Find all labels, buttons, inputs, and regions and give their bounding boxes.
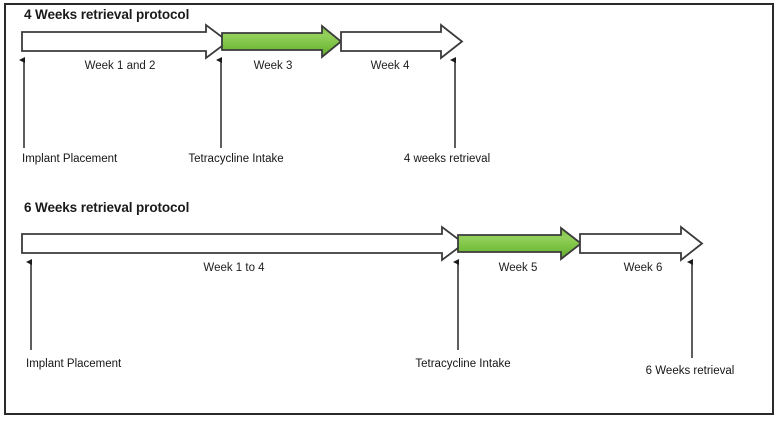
figure-border <box>4 3 774 415</box>
week-label-week-3: Week 3 <box>253 60 293 72</box>
protocol-title-6-weeks: 6 Weeks retrieval protocol <box>24 200 190 215</box>
week-label-week-6: Week 6 <box>623 262 663 274</box>
segment-arrow-week-3 <box>221 24 343 59</box>
week-label-week-5: Week 5 <box>498 262 538 274</box>
week-label-week-4: Week 4 <box>370 60 410 72</box>
segment-arrow-week-1-to-4 <box>21 225 466 262</box>
event-label-implant-placement-4w: Implant Placement <box>22 153 118 165</box>
segment-arrow-week-1-and-2 <box>21 23 230 60</box>
event-label-implant-placement-6w: Implant Placement <box>26 358 122 370</box>
timeline-6-weeks <box>21 225 704 358</box>
event-label-4-weeks-retrieval: 4 weeks retrieval <box>403 153 491 165</box>
segment-arrow-week-4 <box>340 23 464 60</box>
event-label-tetracycline-intake-6w: Tetracycline Intake <box>415 358 511 370</box>
week-label-week-1-to-4: Week 1 to 4 <box>203 262 265 274</box>
segment-arrow-week-5 <box>457 226 583 261</box>
timeline-4-weeks <box>19 23 464 148</box>
event-label-6-weeks-retrieval: 6 Weeks retrieval <box>645 365 735 377</box>
segment-arrow-week-6 <box>579 225 704 262</box>
protocol-title-4-weeks: 4 Weeks retrieval protocol <box>24 7 190 22</box>
event-label-tetracycline-intake-4w: Tetracycline Intake <box>188 153 284 165</box>
week-label-week-1-and-2: Week 1 and 2 <box>84 60 156 72</box>
